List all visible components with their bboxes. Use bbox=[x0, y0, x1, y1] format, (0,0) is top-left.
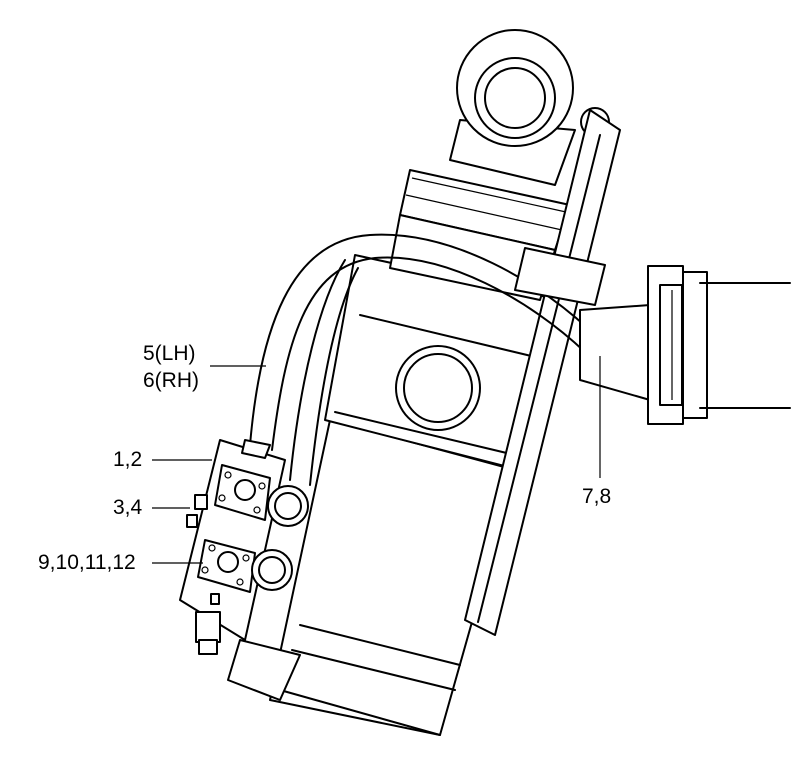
side-flange-fitting bbox=[579, 265, 791, 425]
cylinder-body bbox=[227, 29, 610, 736]
side-rail bbox=[464, 109, 621, 636]
callout-5-lh: 5(LH) bbox=[143, 342, 196, 365]
leader-lines bbox=[152, 356, 601, 564]
callout-7-8: 7,8 bbox=[582, 485, 612, 508]
callout-9-12: 9,10,11,12 bbox=[38, 551, 136, 574]
callout-3-4: 3,4 bbox=[113, 496, 143, 519]
callout-1-2: 1,2 bbox=[113, 448, 143, 471]
callout-6-rh: 6(RH) bbox=[143, 369, 199, 392]
valve-block bbox=[179, 439, 309, 655]
